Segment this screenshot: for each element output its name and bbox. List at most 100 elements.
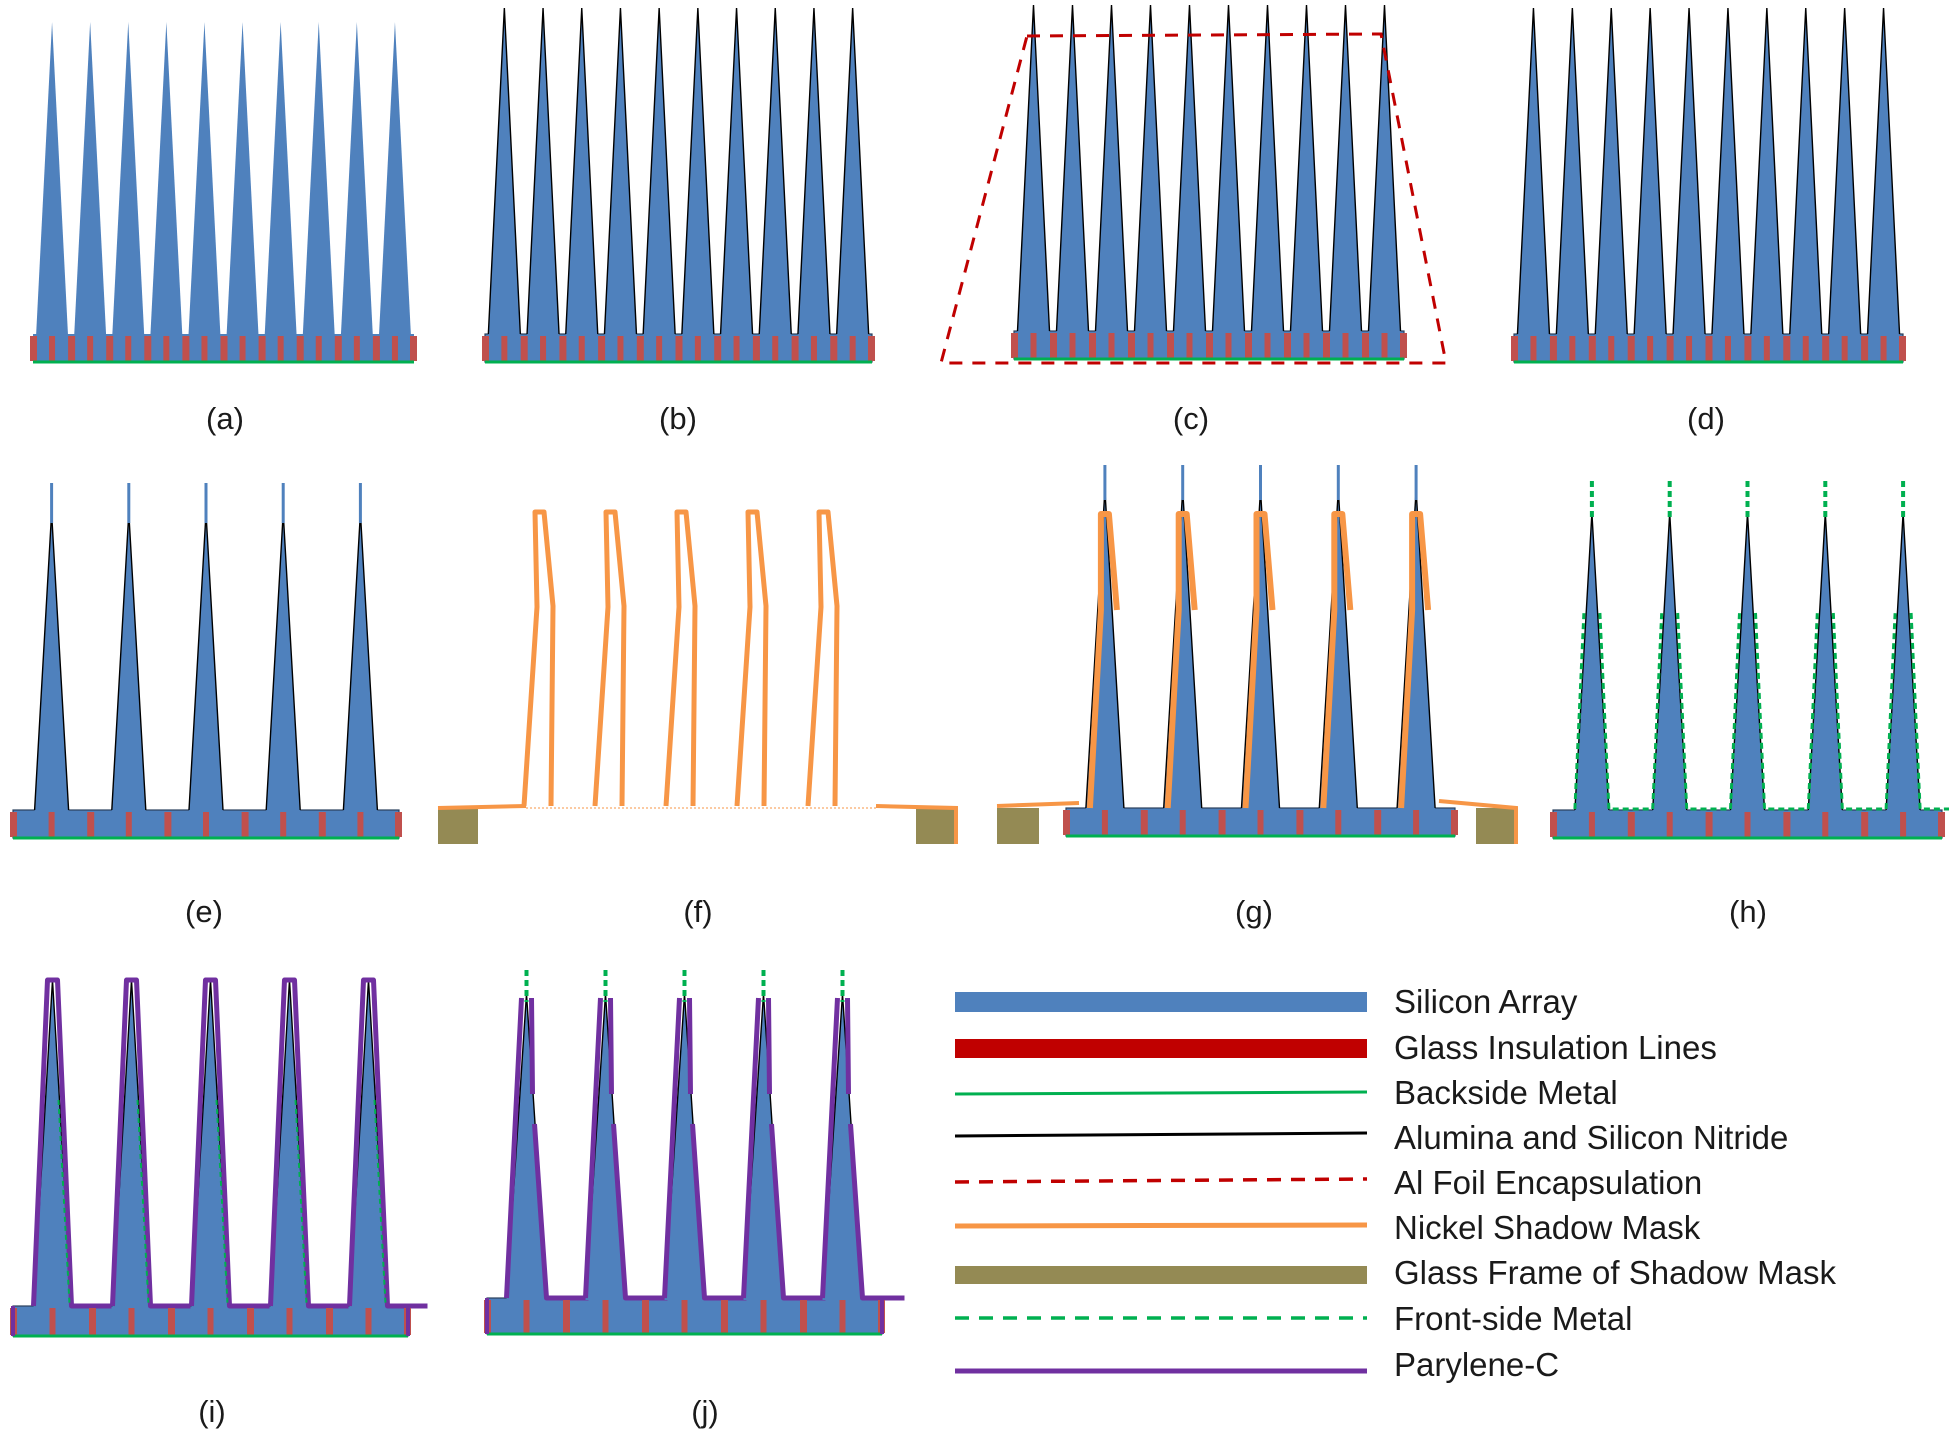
nickel-shadow-mask: [437, 804, 527, 810]
silicon-needle: [74, 22, 107, 336]
silicon-needle: [189, 513, 223, 812]
legend-swatch-backside-metal: [954, 1090, 1368, 1096]
nickel-shadow-mask: [1438, 799, 1518, 844]
glass-insulation-line: [1140, 810, 1148, 835]
silicon-needle: [36, 22, 69, 336]
glass-insulation-line: [602, 1300, 609, 1333]
glass-insulation-line: [482, 336, 489, 361]
silicon-needle: [506, 994, 547, 1300]
glass-insulation-line: [48, 812, 55, 837]
alumina-coating: [1328, 4, 1363, 332]
glass-insulation-line: [207, 1308, 214, 1335]
silicon-needle: [112, 22, 145, 336]
alumina-coating: [1555, 7, 1590, 335]
parylene-coating: [268, 977, 349, 1309]
legend-label-alumina-silicon-nitride: Alumina and Silicon Nitride: [1394, 1119, 1788, 1156]
alumina-coating: [1250, 4, 1285, 332]
glass-insulation-line: [1400, 333, 1407, 358]
glass-insulation-line: [1179, 810, 1186, 835]
glass-insulation-line: [1050, 333, 1057, 358]
panel-e-thinned-array: [10, 483, 402, 840]
al-foil-encapsulation: [939, 32, 1448, 365]
silicon-needle: [1212, 5, 1245, 333]
alumina-coating: [1866, 7, 1901, 335]
silicon-needle: [1634, 8, 1667, 336]
glass-insulation-line: [168, 1308, 175, 1335]
glass-insulation-line: [277, 336, 284, 361]
glass-insulation-line: [1938, 812, 1945, 837]
glass-insulation-line: [1264, 333, 1271, 358]
nickel-shadow-mask: [1242, 511, 1276, 809]
legend-swatch-silicon-array: [955, 992, 1367, 1012]
parylene-coating: [11, 1306, 410, 1336]
alumina-coating: [797, 7, 831, 335]
glass-insulation-line: [296, 336, 304, 361]
alumina-coating: [1367, 4, 1402, 332]
nickel-shadow-mask: [734, 509, 769, 807]
glass-insulation-line: [1666, 812, 1673, 837]
glass-insulation-line: [326, 1308, 333, 1335]
legend: Silicon Array Glass Insulation Lines Bac…: [954, 983, 1836, 1383]
glass-insulation-line: [1880, 336, 1887, 361]
glass-insulation-line: [760, 1300, 767, 1333]
glass-insulation-line: [1822, 336, 1830, 361]
glass-insulation-line: [733, 336, 740, 361]
silicon-needle: [111, 513, 146, 812]
silicon-needle: [1711, 8, 1744, 336]
parylene-coating: [189, 977, 270, 1309]
legend-label-front-side-metal: Front-side Metal: [1394, 1300, 1632, 1337]
alumina-coating: [603, 7, 638, 335]
glass-insulation-line: [182, 336, 190, 361]
glass-frame: [1476, 808, 1516, 844]
glass-insulation-line: [68, 336, 76, 361]
silicon-needle: [1056, 5, 1089, 333]
alumina-coating: [1133, 4, 1168, 332]
glass-insulation-line: [830, 336, 838, 361]
silicon-needle: [270, 980, 309, 1308]
silicon-needle: [1750, 8, 1783, 336]
silicon-needle: [226, 22, 259, 336]
panel-b-alumina-coated-array: [482, 7, 875, 364]
glass-insulation-line: [286, 1308, 293, 1335]
silicon-needle: [188, 22, 221, 336]
glass-insulation-line: [617, 336, 624, 361]
glass-insulation-line: [1530, 336, 1537, 361]
glass-insulation-line: [247, 1308, 254, 1335]
alumina-coating: [758, 7, 792, 335]
glass-insulation-line: [1284, 333, 1291, 358]
silicon-needle: [565, 8, 598, 336]
alumina-coating: [1211, 4, 1246, 332]
alumina-coating: [1750, 7, 1784, 335]
glass-insulation-line: [501, 336, 508, 361]
glass-insulation-line: [258, 336, 266, 361]
glass-insulation-line: [318, 812, 326, 837]
alumina-coating: [1672, 7, 1706, 335]
alumina-coating: [1172, 4, 1207, 332]
alumina-coating: [681, 7, 715, 335]
glass-insulation-line: [89, 1308, 96, 1335]
legend-label-glass-frame: Glass Frame of Shadow Mask: [1394, 1254, 1836, 1291]
glass-insulation-line: [1588, 336, 1596, 361]
silicon-needle: [743, 994, 784, 1300]
glass-insulation-line: [1011, 333, 1018, 358]
silicon-needle: [1517, 8, 1550, 336]
glass-insulation-line: [1822, 812, 1829, 837]
glass-insulation-line: [520, 336, 528, 361]
glass-insulation-line: [1802, 336, 1809, 361]
silicon-needle: [797, 8, 830, 336]
glass-insulation-line: [1627, 812, 1635, 837]
glass-insulation-line: [540, 336, 547, 361]
silicon-needle: [150, 22, 183, 336]
glass-insulation-line: [578, 336, 585, 361]
legend-swatch-alumina-silicon-nitride: [954, 1131, 1368, 1138]
front-side-metal: [215, 1099, 229, 1305]
alumina-coating: [1789, 7, 1823, 335]
glass-insulation-line: [372, 336, 380, 361]
glass-insulation-line: [10, 812, 17, 837]
glass-insulation-line: [1861, 812, 1869, 837]
front-side-metal: [1651, 612, 1727, 811]
panel-label-c: (c): [1173, 401, 1209, 436]
silicon-needle: [759, 8, 792, 336]
silicon-needle: [1867, 8, 1900, 336]
